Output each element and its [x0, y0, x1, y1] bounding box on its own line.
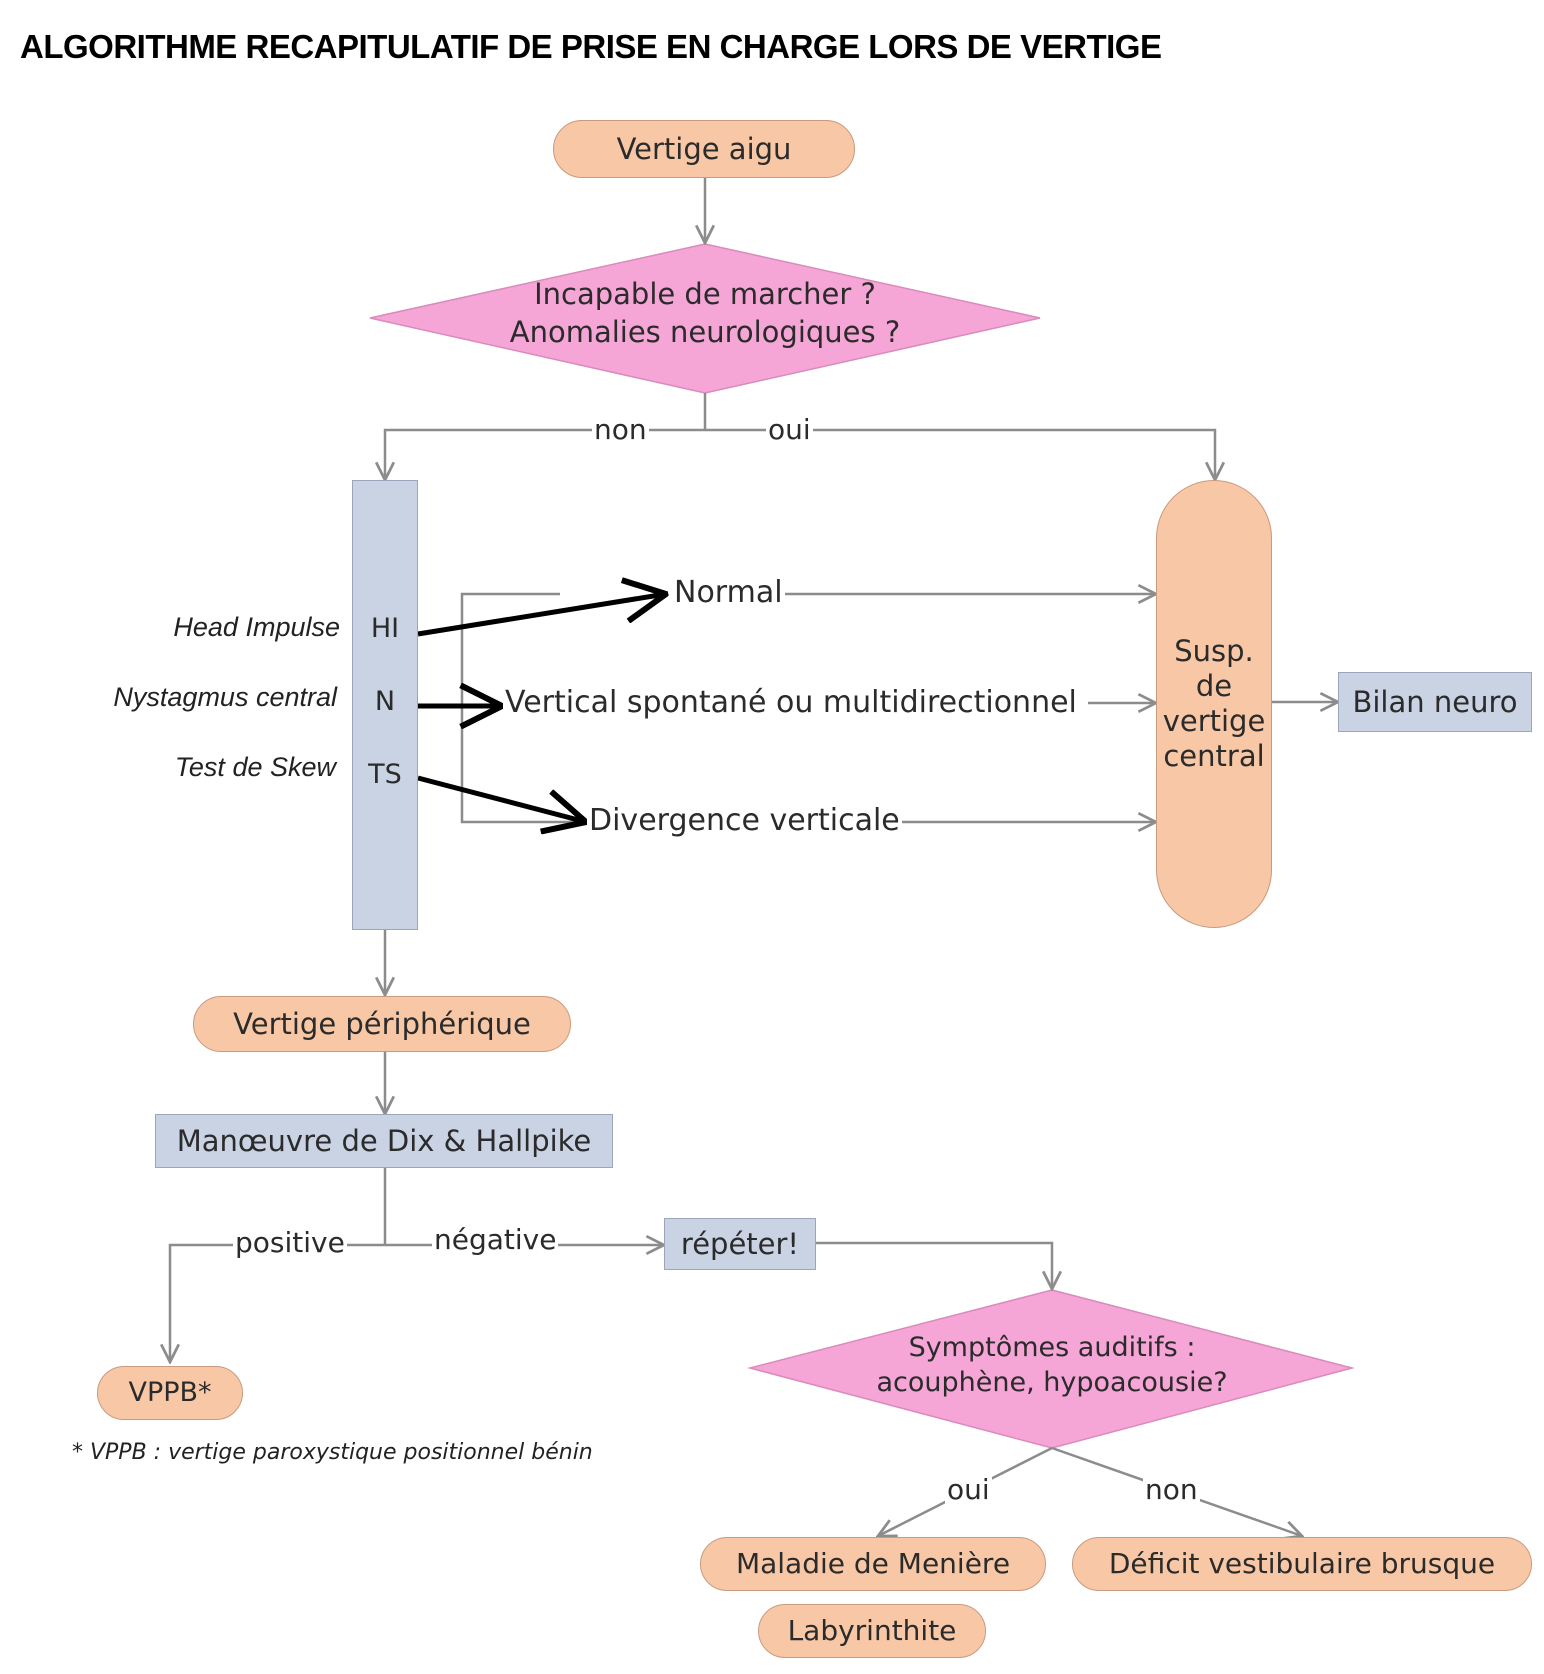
- node-vertige-peripherique: Vertige périphérique: [193, 996, 571, 1052]
- decision-2-text: Symptômes auditifs : acouphène, hypoacou…: [800, 1330, 1304, 1400]
- side-label-nystagmus: Nystagmus central: [113, 682, 337, 712]
- node-maladie-meniere: Maladie de Menière: [700, 1537, 1046, 1591]
- hints-column: HI N TS: [352, 480, 418, 930]
- edge-label-positive: positive: [233, 1226, 347, 1259]
- finding-vertical: Vertical spontané ou multidirectionnel: [503, 685, 1079, 720]
- decision-1-text: Incapable de marcher ? Anomalies neurolo…: [440, 276, 970, 351]
- hints-n: N: [374, 686, 396, 717]
- footnote-vppb: * VPPB : vertige paroxystique positionne…: [72, 1440, 593, 1465]
- node-labyrinthite: Labyrinthite: [758, 1604, 986, 1658]
- edge-label-negative: négative: [432, 1223, 559, 1256]
- edge-q1-non: [385, 428, 705, 480]
- side-label-skew: Test de Skew: [174, 752, 336, 782]
- node-bilan-neuro: Bilan neuro: [1338, 672, 1532, 732]
- edge-q1-oui: [705, 428, 1215, 480]
- decision-2-line2: acouphène, hypoacousie?: [876, 1367, 1228, 1399]
- bold-arrow-hi: [417, 594, 666, 637]
- decision-2-line1: Symptômes auditifs :: [908, 1332, 1196, 1363]
- decision-1-line2: Anomalies neurologiques ?: [509, 314, 901, 349]
- node-repeter: répéter!: [664, 1218, 816, 1270]
- edge-label-non-2: non: [1143, 1473, 1200, 1506]
- node-susp-vertige-central: Susp. de vertige central: [1156, 480, 1272, 928]
- decision-1-line1: Incapable de marcher ?: [534, 277, 876, 311]
- side-label-head-impulse: Head Impulse: [173, 612, 340, 642]
- edge-repeat-q2: [816, 1241, 1052, 1289]
- page-title: ALGORITHME RECAPITULATIF DE PRISE EN CHA…: [20, 28, 1162, 65]
- node-dix-hallpike: Manœuvre de Dix & Hallpike: [155, 1114, 613, 1168]
- edge-label-oui-1: oui: [766, 413, 813, 446]
- edge-label-non-1: non: [592, 413, 649, 446]
- node-vppb: VPPB*: [97, 1366, 243, 1420]
- edge-dix-positive: [170, 1243, 385, 1362]
- finding-divergence: Divergence verticale: [587, 803, 902, 838]
- finding-normal: Normal: [672, 575, 785, 610]
- node-vertige-aigu: Vertige aigu: [553, 120, 855, 178]
- node-deficit-vestibulaire: Déficit vestibulaire brusque: [1072, 1537, 1532, 1591]
- hints-hi: HI: [370, 613, 400, 644]
- edge-label-oui-2: oui: [945, 1473, 992, 1506]
- bold-arrow-ts: [417, 775, 586, 822]
- hints-ts: TS: [368, 759, 402, 790]
